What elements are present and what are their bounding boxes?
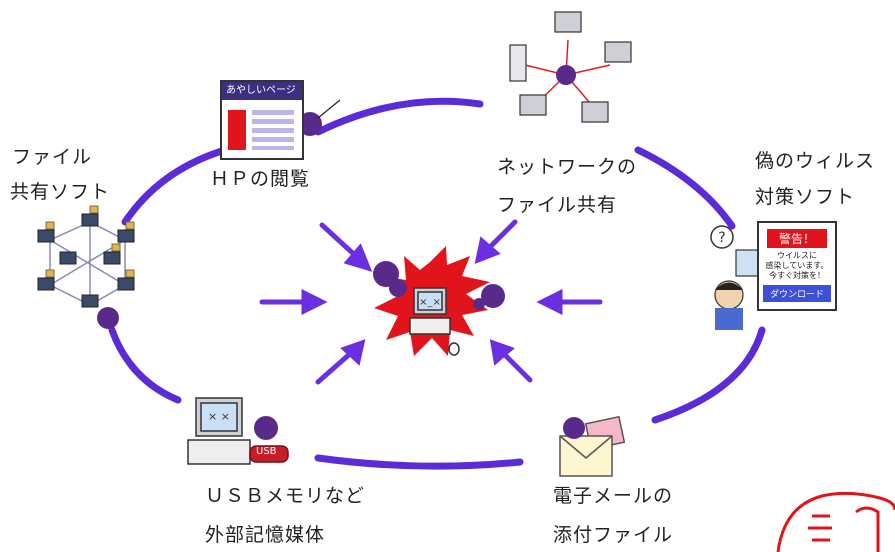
infection-arrows [259,219,603,385]
ring-arc-bottom [314,454,524,470]
label-usb-line1: ＵＳＢメモリなど [205,485,366,507]
ring-arc-upper-left [121,146,229,226]
suspicious-page-text-lines [252,110,294,150]
label-network-line1: ネットワークの [497,156,638,178]
label-email-line1: 電子メールの [553,485,674,507]
ring-arc-top [314,97,484,136]
arrow-from-email [489,339,533,383]
label-usb-line2: 外部記憶媒体 [205,524,326,546]
email-envelope-illustration [559,415,626,477]
label-email-line2: 添付ファイル [553,524,674,546]
warning-message-line: 今すぐ対策を！ [769,271,825,280]
arrow-from-file-sharing [259,288,328,316]
label-file-sharing-line1: ファイル [12,146,93,168]
svg-text:× ×: × × [208,410,230,423]
suspicious-webpage-illustration: あやしいページ [220,80,304,160]
virus-file-sharing [97,307,119,329]
p2p-boxes [45,205,135,278]
virus-hp [298,112,322,136]
virus-network [556,65,576,85]
label-file-sharing-line2: 共有ソフト [10,181,111,203]
warning-message: ウイルスに 感染しています。 今すぐ対策を！ [759,251,835,281]
warning-title: 警告！ [767,229,827,248]
ring-arc-lower-right [651,326,766,424]
suspicious-page-red-block [228,110,246,150]
viruses-center [373,261,505,310]
label-hp-browsing: ＨＰの閲覧 [210,168,311,190]
label-network-line2: ファイル共有 [497,194,618,216]
infected-computer: ×_× [409,287,460,356]
arrow-from-fake-antivirus [536,288,603,316]
worried-user-illustration: ? [710,225,763,330]
usb-tag-label: USB [256,446,277,457]
p2p-nodes [37,213,135,308]
svg-text:×_×: ×_× [419,297,441,308]
warning-message-line: 感染しています。 [765,261,829,270]
arrow-from-usb [315,339,366,385]
svg-text:?: ? [718,230,725,246]
fake-warning-popup: 警告！ ウイルスに 感染しています。 今すぐ対策を！ ダウンロード [757,221,837,311]
virus-usb [254,416,278,440]
warning-message-line: ウイルスに [777,251,817,260]
suspicious-page-title: あやしいページ [222,82,302,100]
label-fake-antivirus-line2: 対策ソフト [755,186,856,208]
partial-logo-mark [776,491,895,552]
ring-arc-lower-left [108,326,182,404]
ring-arcs [108,97,766,470]
arrow-from-hp [319,222,373,272]
arrow-from-network [474,219,518,265]
virus-email [563,417,585,439]
ring-arc-upper-right [634,146,736,230]
download-button[interactable]: ダウンロード [763,285,831,302]
usb-laptop-illustration: × × [187,397,289,465]
label-fake-antivirus-line1: 偽のウィルス [755,150,876,172]
network-computers [509,11,632,123]
